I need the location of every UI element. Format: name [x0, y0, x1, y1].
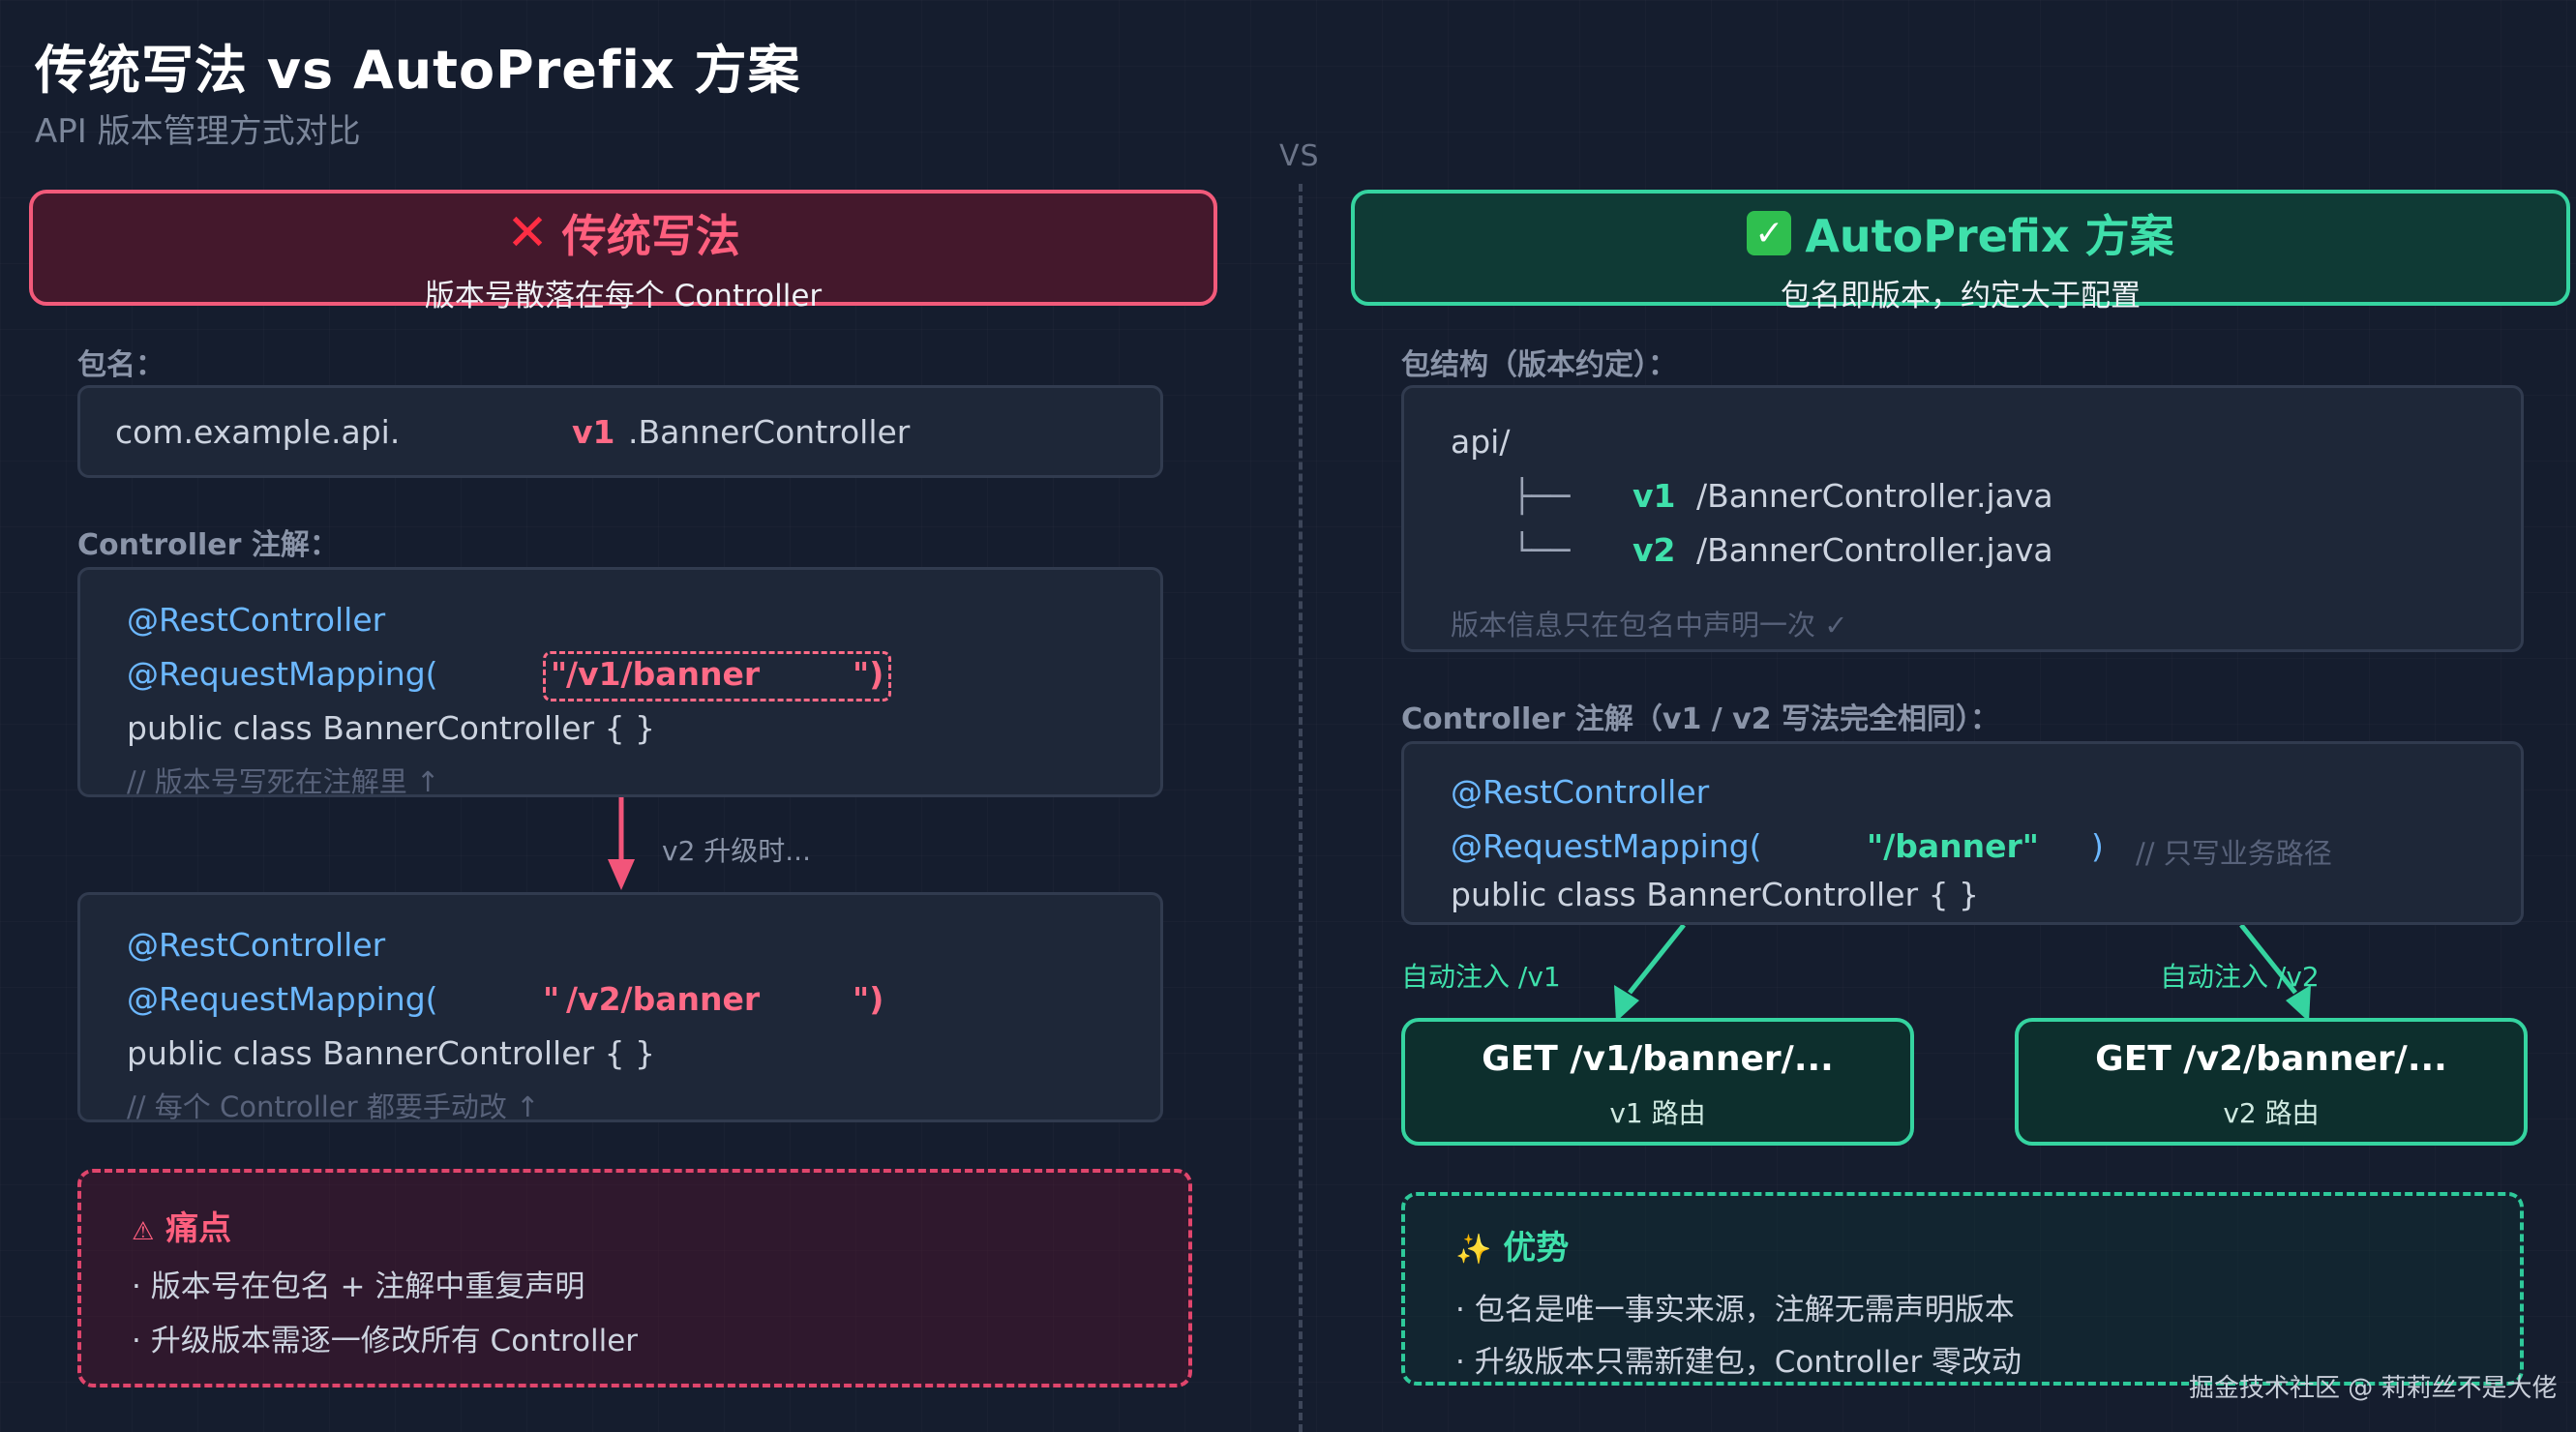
vs-label: VS — [1279, 139, 1320, 173]
route-v2-box: GET /v2/banner/... v2 路由 — [2015, 1018, 2528, 1146]
page-title: 传统写法 vs AutoPrefix 方案 — [35, 40, 801, 101]
advantages-title: ✨ 优势 — [1455, 1229, 1570, 1268]
code-line-rest-controller: @RestController — [1451, 773, 1710, 811]
warning-icon: ⚠ — [132, 1217, 155, 1246]
code-comment: // 每个 Controller 都要手动改 ↑ — [127, 1090, 540, 1123]
version-highlight-box — [543, 651, 891, 701]
package-tree-box: api/ ├── v1 /BannerController.java └── v… — [1401, 385, 2524, 652]
left-package-label: 包名： — [77, 348, 165, 382]
watermark: 掘金技术社区 @ 莉莉丝不是大佬 — [2189, 1374, 2558, 1403]
code-line-request-mapping: @RequestMapping( — [127, 980, 438, 1018]
advantage-item: · 升级版本只需新建包，Controller 零改动 — [1455, 1345, 2022, 1380]
route-v2-label: v2 路由 — [2223, 1097, 2320, 1129]
code-block-autoprefix: @RestController @RequestMapping( "/banne… — [1401, 741, 2524, 925]
package-suffix: .BannerController — [628, 413, 911, 451]
inject-label-v2: 自动注入 /v2 — [2160, 961, 2320, 993]
page-subtitle: API 版本管理方式对比 — [35, 112, 361, 151]
tree-file: /BannerController.java — [1696, 477, 2053, 515]
tree-file: /BannerController.java — [1696, 531, 2053, 569]
code-block-v1: @RestController @RequestMapping( " /v1/b… — [77, 567, 1163, 798]
right-controller-label: Controller 注解（v1 / v2 写法完全相同）： — [1401, 702, 2000, 736]
route-v1-box: GET /v1/banner/... v1 路由 — [1401, 1018, 1914, 1146]
route-v2-path: GET /v2/banner/... — [2095, 1039, 2447, 1079]
sparkle-icon: ✨ — [1455, 1233, 1492, 1267]
autoprefix-header-title: AutoPrefix 方案 — [1805, 210, 2174, 262]
package-version: v1 — [572, 413, 615, 451]
code-comment: // 只写业务路径 — [2136, 837, 2332, 870]
advantages-box: ✨ 优势 · 包名是唯一事实来源，注解无需声明版本 · 升级版本只需新建包，Co… — [1401, 1192, 2524, 1386]
advantage-item: · 包名是唯一事实来源，注解无需声明版本 — [1455, 1293, 2015, 1328]
code-path-banner: "/banner" — [1867, 827, 2039, 865]
autoprefix-header: ✓ AutoPrefix 方案 包名即版本，约定大于配置 — [1351, 190, 2570, 313]
inject-label-v1: 自动注入 /v1 — [1401, 961, 1561, 993]
pain-points-title: ⚠ 痛点 — [132, 1209, 232, 1248]
route-v1-path: GET /v1/banner/... — [1482, 1039, 1834, 1079]
left-package-box: com.example.api. v1 .BannerController — [77, 385, 1163, 478]
upgrade-label: v2 升级时... — [662, 835, 811, 867]
code-line-class: public class BannerController { } — [127, 709, 656, 747]
center-divider — [1299, 184, 1303, 1432]
package-prefix: com.example.api. — [115, 413, 401, 451]
traditional-header-subtitle: 版本号散落在每个 Controller — [424, 279, 823, 313]
tree-branch: └── — [1513, 531, 1571, 569]
tree-root: api/ — [1451, 423, 1511, 461]
route-v1-label: v1 路由 — [1609, 1097, 1706, 1129]
pain-point-item: · 升级版本需逐一修改所有 Controller — [132, 1324, 639, 1358]
autoprefix-header-subtitle: 包名即版本，约定大于配置 — [1781, 279, 2141, 313]
code-line-request-mapping: @RequestMapping( — [127, 655, 438, 693]
cross-mark-icon: ✕ — [506, 204, 549, 262]
tree-version-v2: v2 — [1632, 531, 1676, 569]
tree-branch: ├── — [1513, 477, 1571, 515]
code-line-rest-controller: @RestController — [127, 926, 386, 964]
pain-points-box: ⚠ 痛点 · 版本号在包名 + 注解中重复声明 · 升级版本需逐一修改所有 Co… — [77, 1169, 1192, 1387]
code-line-rest-controller: @RestController — [127, 601, 386, 639]
code-path-v2: /v2/banner — [566, 980, 761, 1018]
code-line-class: public class BannerController { } — [127, 1034, 656, 1072]
code-path-v1: /v1/banner — [566, 655, 761, 693]
pain-point-item: · 版本号在包名 + 注解中重复声明 — [132, 1269, 585, 1304]
code-comment: // 版本号写死在注解里 ↑ — [127, 765, 440, 798]
left-controller-label: Controller 注解： — [77, 528, 339, 562]
code-line-request-mapping: @RequestMapping( — [1451, 827, 1762, 865]
upgrade-arrow — [608, 797, 635, 890]
tree-note: 版本信息只在包名中声明一次 ✓ — [1451, 609, 1848, 641]
inject-arrows — [1614, 925, 2311, 1022]
traditional-header: ✕ 传统写法 版本号散落在每个 Controller — [29, 190, 1217, 313]
check-mark-icon: ✓ — [1747, 211, 1792, 255]
code-line-class: public class BannerController { } — [1451, 876, 1980, 913]
traditional-header-title: 传统写法 — [561, 210, 740, 262]
code-block-v2: @RestController @RequestMapping( " /v2/b… — [77, 892, 1163, 1123]
right-package-label: 包结构（版本约定）： — [1401, 348, 1677, 382]
tree-version-v1: v1 — [1632, 477, 1676, 515]
